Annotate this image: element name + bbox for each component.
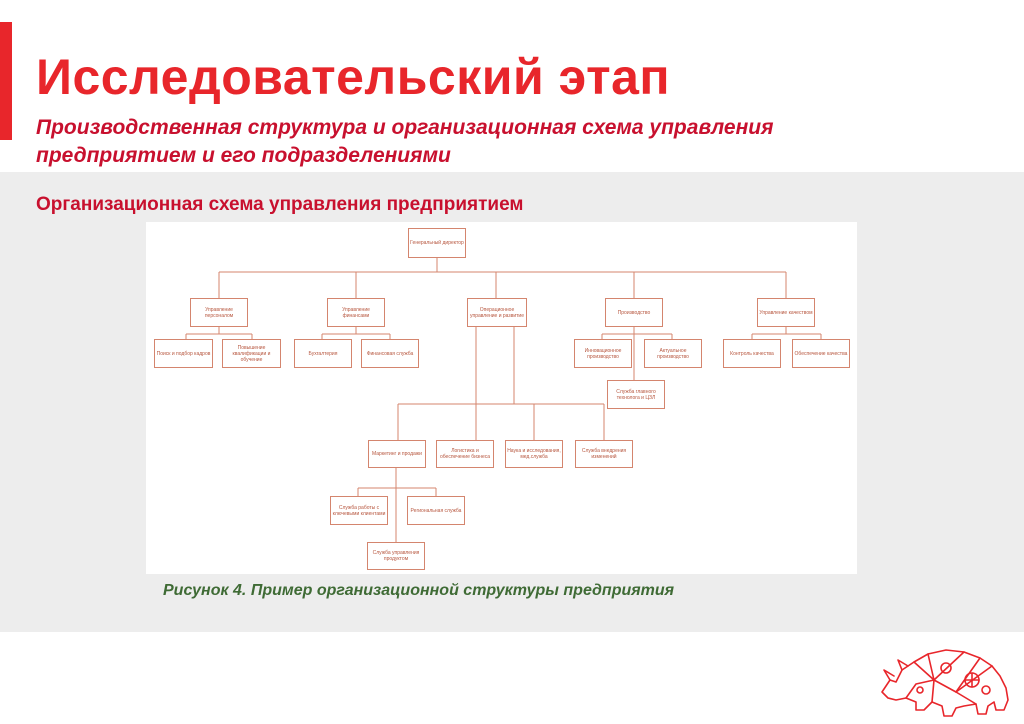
org-node-accounting: Бухгалтерия — [294, 339, 352, 368]
org-node-qassurance: Обеспечение качества — [792, 339, 850, 368]
slide-subtitle: Производственная структура и организацио… — [36, 116, 774, 167]
org-node-implementation: Служба внедрения изменений — [575, 440, 633, 468]
org-node-regional: Региональная служба — [407, 496, 465, 525]
accent-bar — [0, 22, 12, 140]
org-node-currentprod: Актуальное производство — [644, 339, 702, 368]
org-node-quality: Управление качеством — [757, 298, 815, 327]
org-chart-connectors — [185, 258, 822, 542]
org-node-research: Наука и исследования, мед.служба — [505, 440, 563, 468]
slide-title: Исследовательский этап — [36, 49, 671, 105]
org-node-innovprod: Инновационное производство — [574, 339, 632, 368]
figure-caption: Рисунок 4. Пример организационной структ… — [163, 582, 675, 599]
section-heading: Организационная схема управления предпри… — [36, 194, 524, 215]
org-node-finservice: Финансовая служба — [361, 339, 419, 368]
org-node-production: Производство — [605, 298, 663, 327]
org-node-keyclients: Служба работы с ключевыми клиентами — [330, 496, 388, 525]
org-node-qcontrol: Контроль качества — [723, 339, 781, 368]
org-node-hr: Управление персоналом — [190, 298, 248, 327]
org-node-ceo: Генеральный директор — [408, 228, 466, 258]
org-node-training: Повышение квалификации и обучение — [222, 339, 281, 368]
org-node-bizdev: Логистика и обеспечение бизнеса — [436, 440, 494, 468]
rhino-logo-icon — [881, 649, 1009, 717]
org-node-chieftech: Служба главного технолога и ЦЗЛ — [607, 380, 665, 409]
org-node-productmgmt: Служба управления продуктом — [367, 542, 425, 570]
org-chart: Генеральный директор Управление персонал… — [146, 222, 857, 574]
org-node-ops: Операционное управление и развитие — [467, 298, 527, 327]
org-node-marketing: Маркетинг и продажи — [368, 440, 426, 468]
org-node-hiring: Поиск и подбор кадров — [154, 339, 213, 368]
org-node-finance: Управление финансами — [327, 298, 385, 327]
